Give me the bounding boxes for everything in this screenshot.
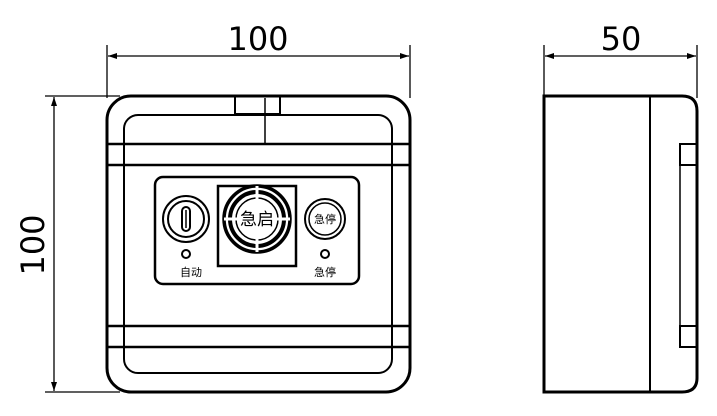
side-recess-top — [679, 143, 697, 166]
emergency-stop-button-label: 急停 — [314, 212, 336, 226]
front-outer-body — [105, 94, 412, 394]
emergency-start-button[interactable] — [222, 184, 292, 254]
auto-indicator-led — [181, 249, 191, 259]
key-switch[interactable] — [162, 195, 210, 243]
front-width-dimension: 100 — [106, 20, 411, 98]
bottom-band — [105, 324, 412, 349]
auto-label: 自动 — [180, 266, 202, 279]
emergency-start-label: 急启 — [240, 210, 274, 230]
side-recess-bottom — [679, 325, 697, 348]
control-panel-plate — [153, 175, 361, 286]
emergency-stop-button[interactable] — [304, 198, 346, 240]
front-view: 100 100 自动 — [14, 20, 412, 394]
front-height-label: 100 — [14, 214, 52, 275]
top-notch — [234, 96, 281, 115]
side-depth-dimension: 50 — [543, 20, 698, 98]
stop-indicator-led — [320, 249, 330, 259]
side-body — [542, 94, 699, 394]
top-band — [105, 142, 412, 167]
front-width-label: 100 — [227, 20, 288, 58]
side-view: 50 — [542, 20, 699, 394]
front-height-dimension: 100 — [14, 95, 120, 393]
side-depth-label: 50 — [601, 20, 642, 58]
stop-label: 急停 — [314, 265, 336, 279]
